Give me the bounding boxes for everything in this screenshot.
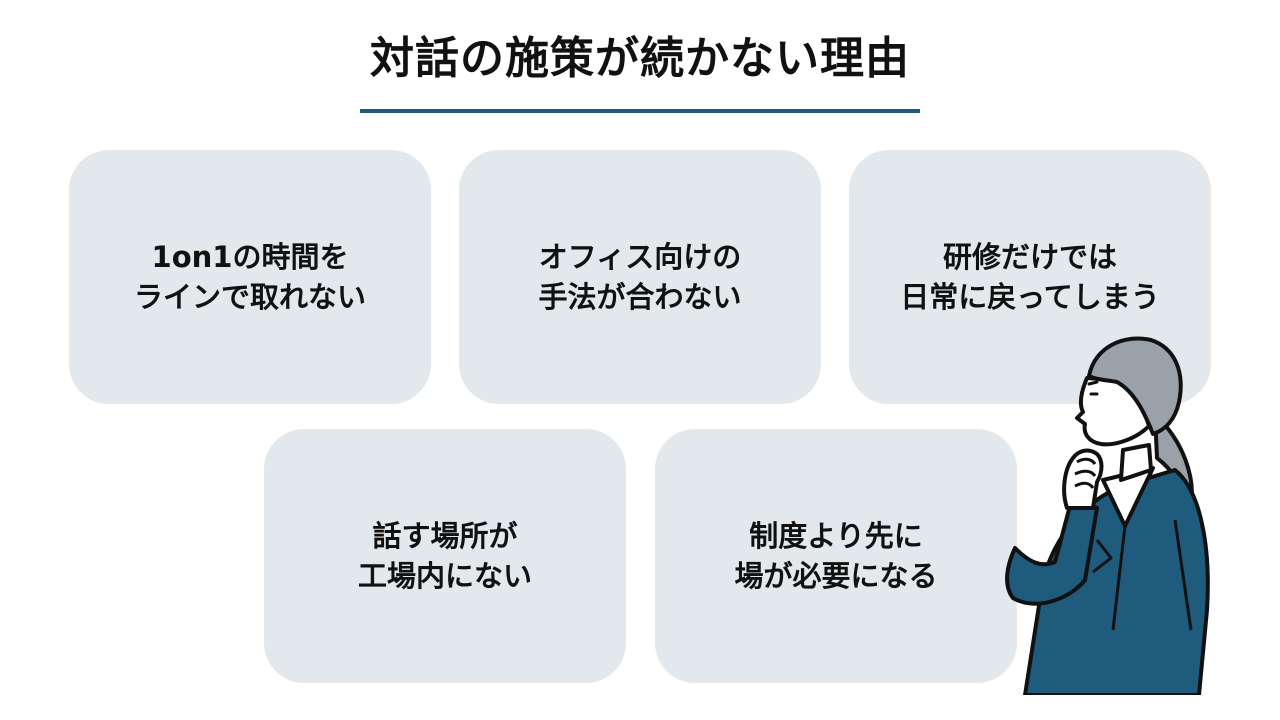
reason-card-line: 手法が合わない (538, 280, 742, 314)
title-underline (360, 109, 920, 113)
reason-card-3: 研修だけでは 日常に戻ってしまう (849, 150, 1211, 404)
reason-card-line: 場が必要になる (734, 559, 938, 593)
reason-card-line: 日常に戻ってしまう (900, 280, 1160, 314)
reason-card-line: 1on1の時間を (151, 240, 349, 274)
reason-card-1: 1on1の時間を ラインで取れない (69, 150, 431, 404)
reason-card-line: 話す場所が (372, 519, 518, 553)
reason-card-5: 制度より先に 場が必要になる (655, 429, 1017, 683)
reason-card-4: 話す場所が 工場内にない (264, 429, 626, 683)
page-title: 対話の施策が続かない理由 (370, 33, 910, 84)
reason-card-line: 工場内にない (357, 559, 532, 593)
reason-card-line: 研修だけでは (942, 240, 1117, 274)
reason-card-line: オフィス向けの (538, 240, 742, 274)
reason-card-2: オフィス向けの 手法が合わない (459, 150, 821, 404)
reason-card-line: 制度より先に (749, 519, 923, 553)
reason-card-line: ラインで取れない (133, 280, 366, 314)
thinking-person-illustration (1005, 336, 1210, 695)
